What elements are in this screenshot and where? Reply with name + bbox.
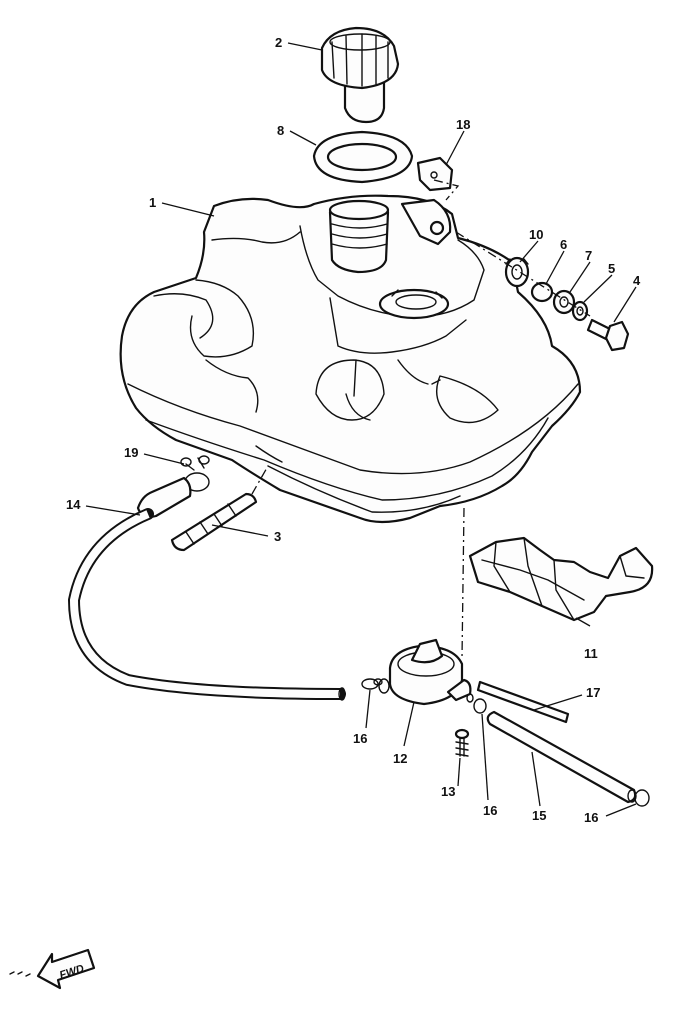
callout-8: 8 [277,123,284,138]
hose-clip-left [361,678,383,690]
callout-16-left: 16 [353,731,367,746]
callout-17: 17 [586,685,600,700]
filler-gasket [312,130,414,184]
bracket-centerline [433,179,460,201]
callout-14: 14 [66,497,81,512]
callout-4: 4 [633,273,641,288]
callout-7: 7 [585,248,592,263]
fuel-cock [378,638,474,706]
hardware-centerline [455,231,591,317]
callout-19: 19 [124,445,138,460]
collar [530,281,554,303]
hose-clip-middle [473,698,487,714]
callout-2: 2 [275,35,282,50]
callout-3: 3 [274,529,281,544]
callout-18: 18 [456,117,470,132]
fuel-tank [119,194,582,524]
callout-5: 5 [608,261,615,276]
leader-lines [85,42,637,817]
strainer-centerline [251,465,269,495]
mount-damper [504,256,530,288]
callout-16-middle: 16 [483,803,497,818]
callout-labels: 2 8 18 1 10 6 7 5 4 19 14 3 11 17 16 12 … [66,35,641,825]
fuel-hose [68,476,346,701]
hex-bolt [586,318,630,352]
callout-15: 15 [532,808,546,823]
screw [454,728,470,757]
vacuum-hose [476,680,570,724]
callout-1: 1 [149,195,156,210]
tank-damper [468,536,654,622]
lock-washer [571,300,589,322]
callout-6: 6 [560,237,567,252]
forward-arrow: FWD [9,948,96,990]
bracket-nut [416,156,454,192]
callout-10: 10 [529,227,543,242]
callout-16-right: 16 [584,810,598,825]
callout-13: 13 [441,784,455,799]
fuel-strainer [170,492,258,552]
outlet-hose [486,710,637,804]
hose-clip-right [634,789,650,807]
assembly-centerline [461,507,465,659]
callout-12: 12 [393,751,407,766]
washer [552,289,576,315]
fuel-cap [320,26,400,124]
callout-11: 11 [584,646,598,661]
